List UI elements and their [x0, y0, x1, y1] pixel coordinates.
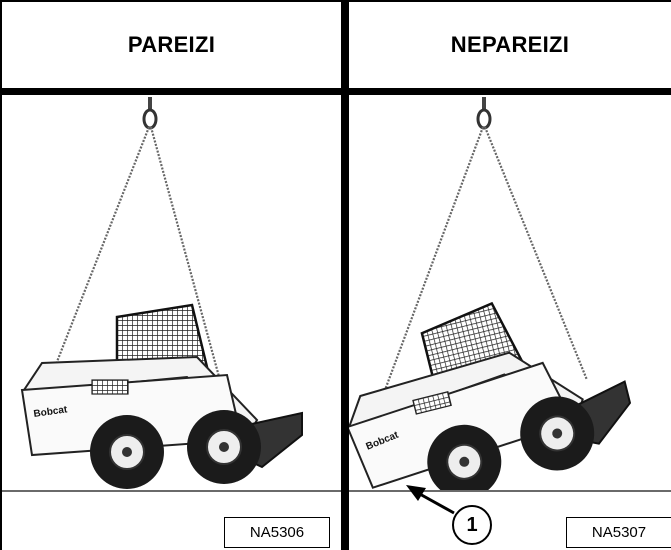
lift-chains	[40, 126, 226, 401]
ground-line-correct	[2, 490, 341, 492]
skid-steer-tilted-drawing: Bobcat	[349, 97, 632, 490]
skid-steer-loader: Bobcat	[20, 303, 303, 489]
panel-title-correct: PAREIZI	[127, 32, 216, 57]
wheel-front	[520, 396, 595, 471]
svg-text:Bobcat: Bobcat	[33, 404, 69, 420]
frame-border-top	[0, 0, 671, 2]
panel-divider	[341, 0, 349, 550]
figure-code-incorrect: NA5307	[566, 517, 671, 548]
panel-title-incorrect: NEPAREIZI	[450, 32, 570, 57]
lift-chains	[383, 126, 589, 391]
callout-arrow-icon	[406, 485, 455, 515]
callout-marker: 1	[452, 505, 492, 545]
skid-steer-loader-tilted: Bobcat	[349, 301, 632, 490]
lift-hook	[476, 97, 492, 130]
ground-line-incorrect	[349, 490, 671, 492]
lift-hook	[142, 97, 158, 130]
wheel-rear	[90, 415, 164, 489]
illustration-correct-lift: Bobcat	[2, 95, 341, 490]
illustration-incorrect-lift: Bobcat	[349, 95, 671, 490]
skid-steer-level-drawing: Bobcat	[20, 97, 303, 489]
wheel-rear	[427, 424, 502, 490]
frame-border-left	[0, 0, 2, 550]
header-divider	[0, 88, 671, 95]
figure-code-correct: NA5306	[224, 517, 330, 548]
wheel-front	[187, 410, 261, 484]
